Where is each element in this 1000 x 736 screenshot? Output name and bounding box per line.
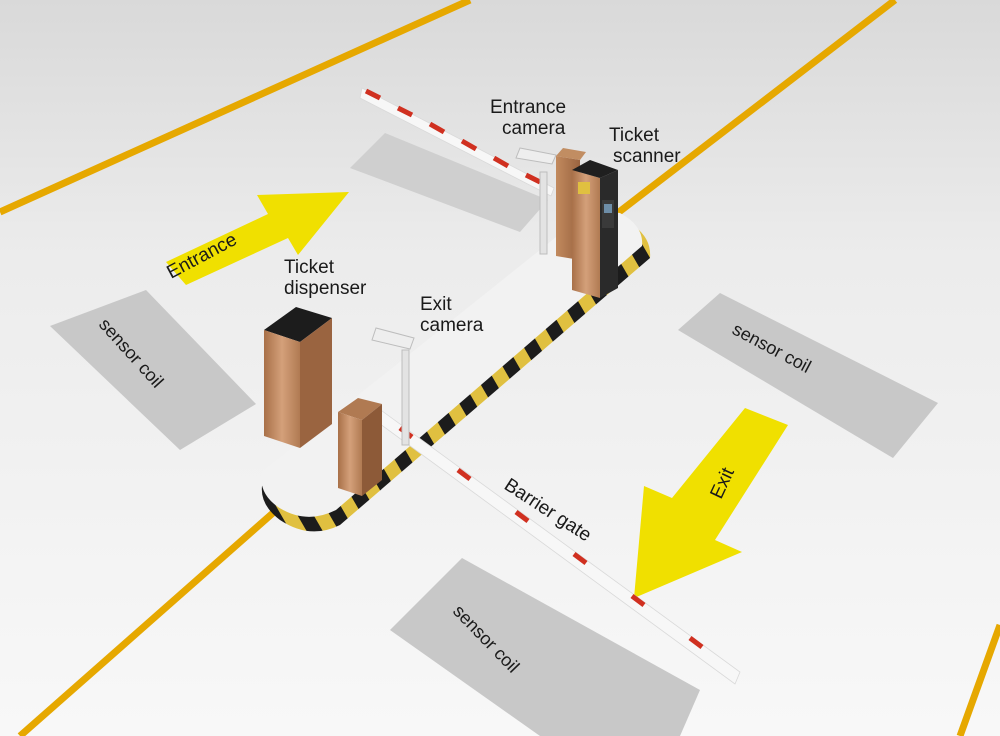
- ticket-dispenser-label-line2: dispenser: [284, 278, 367, 299]
- sensor-coil-top: [350, 133, 548, 232]
- exit-camera-label: Exit camera: [420, 294, 484, 336]
- exit-camera: [371, 327, 415, 446]
- ticket-dispenser-label: Ticket dispenser: [284, 257, 367, 299]
- sensor-coil-left: [50, 290, 256, 450]
- ticket-scanner-label-line2: scanner: [613, 146, 681, 167]
- entrance-arrow: [166, 192, 349, 285]
- lane-line-top-left: [0, 0, 472, 216]
- lane-line-bottom-left: [17, 502, 285, 736]
- ticket-scanner: [572, 160, 618, 298]
- ticket-dispenser: [264, 307, 332, 448]
- entrance-camera-label-line1: Entrance: [490, 97, 566, 118]
- ticket-dispenser-label-line1: Ticket: [284, 257, 335, 278]
- entrance-barrier-arm: [359, 87, 555, 197]
- exit-camera-label-line2: camera: [420, 315, 484, 336]
- exit-barrier-cabinet: [338, 398, 382, 496]
- sensor-coil-bottom: [390, 558, 700, 736]
- entrance-camera: [515, 147, 557, 255]
- entrance-camera-label: Entrance camera: [490, 97, 571, 139]
- lane-line-bottom-right: [956, 623, 1000, 736]
- lane-line-center: [603, 0, 898, 225]
- ticket-scanner-label-line1: Ticket: [609, 125, 660, 146]
- exit-arrow: [634, 408, 788, 598]
- entrance-camera-label-line2: camera: [502, 118, 566, 139]
- ticket-scanner-label: Ticket scanner: [609, 125, 681, 167]
- exit-camera-label-line1: Exit: [420, 294, 452, 315]
- sensor-coil-right: [678, 293, 938, 458]
